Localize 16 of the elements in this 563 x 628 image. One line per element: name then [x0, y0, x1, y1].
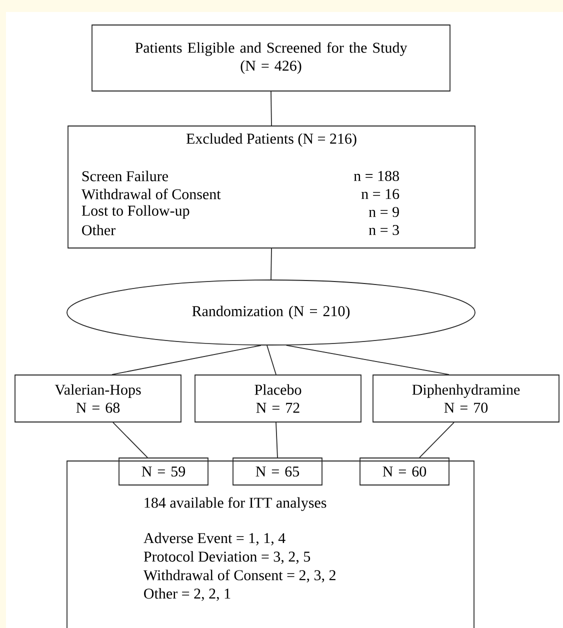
connector-line [112, 422, 148, 458]
process-box: N = 60 [360, 458, 450, 486]
process-box: N = 59 [118, 458, 208, 486]
connector-line [270, 91, 272, 126]
connector-line [270, 248, 272, 280]
connector-line [286, 344, 450, 375]
process-box: Placebo N = 72 [194, 374, 362, 422]
connector-line [276, 422, 278, 458]
exclusion-box: Excluded Patients (N = 216) Screen Failure n = 188 Withdrawal of Consent n = 16 Lost to Follow-up n = 9 Other n = 3 [68, 126, 476, 248]
process-box: N = 65 [232, 458, 322, 486]
process-box: Diphenhydramine N = 70 [372, 374, 560, 422]
connector-line [266, 345, 276, 375]
process-box: Patients Eligible and Screened for the Study (N = 426) [92, 24, 450, 92]
connector-line [112, 344, 262, 375]
process-box: Valerian-Hops N = 68 [14, 374, 182, 422]
connector-line [419, 422, 454, 458]
